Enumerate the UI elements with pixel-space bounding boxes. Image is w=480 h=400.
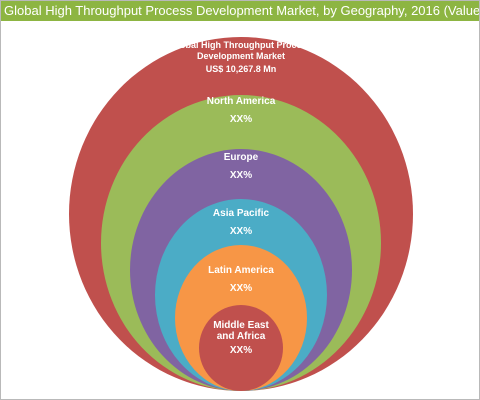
ring-value-2: XX%	[230, 170, 252, 181]
ring-value-3: XX%	[230, 226, 252, 237]
ring-label-3-0: Asia Pacific	[213, 208, 270, 219]
nested-circle-chart: Global High Throughput ProcessDevelopmen…	[69, 37, 413, 391]
ring-5	[199, 305, 283, 391]
chart-title: Global High Throughput Process Developme…	[1, 1, 479, 21]
ring-label-5-0: Middle East	[213, 320, 269, 331]
ring-label-0-1: Development Market	[197, 51, 285, 61]
ring-label-5-1: and Africa	[217, 331, 266, 342]
ring-value-4: XX%	[230, 283, 252, 294]
ring-value-0: US$ 10,267.8 Mn	[206, 64, 277, 74]
ring-value-1: XX%	[230, 114, 252, 125]
ring-label-0-0: Global High Throughput Process	[170, 40, 311, 50]
ring-label-1-0: North America	[207, 96, 276, 107]
ring-label-2-0: Europe	[224, 152, 259, 163]
ring-value-5: XX%	[230, 345, 252, 356]
ring-label-4-0: Latin America	[208, 265, 274, 276]
